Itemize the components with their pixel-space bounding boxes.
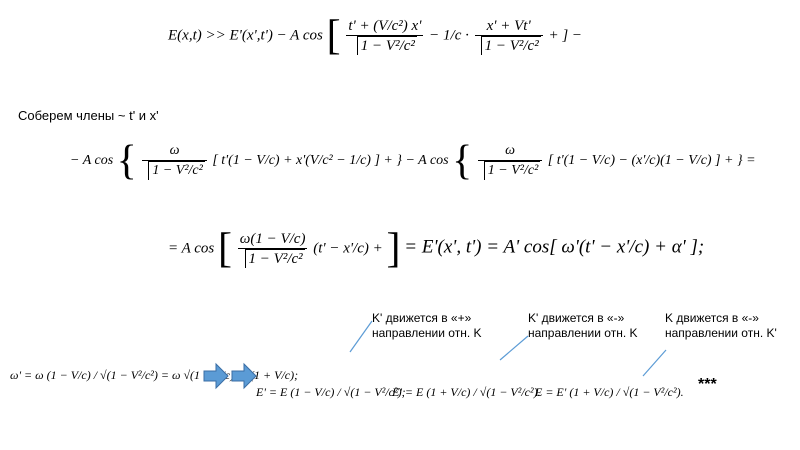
line3-bracket-close: ] xyxy=(386,226,401,272)
line2-bracket-2: [ t'(1 − V/c) − (x'/c)(1 − V/c) ] + } xyxy=(547,153,743,169)
line3-inside: (t' − x'/c) + xyxy=(313,240,383,257)
line2-brace-open: { xyxy=(116,138,137,184)
line3-bracket-open: [ xyxy=(218,226,232,272)
line1-tail: + ] − xyxy=(548,27,583,44)
line1-lhs: E(x,t) >> E'(x',t') − A cos xyxy=(168,27,323,44)
e-prime-formula-1: E' = E (1 − V/c) / √(1 − V²/c²); xyxy=(256,385,406,399)
collect-label: Соберем члены ~ t' и x' xyxy=(18,108,159,123)
line3-den: 1 − V²/c² xyxy=(244,249,305,268)
line2-bracket-1: [ t'(1 − V/c) + x'(V/c² − 1/c) ] + } xyxy=(212,153,402,169)
line2-mid: − A cos xyxy=(405,153,449,169)
line2-omega-num-2: ω xyxy=(505,143,515,158)
line1-fraction-1: t' + (V/c²) x' 1 − V²/c² xyxy=(346,17,424,55)
note-minus-1: K' движется в «-» направлении отн. K xyxy=(528,311,638,340)
equation-line-1: E(x,t) >> E'(x',t') − A cos [ t' + (V/c²… xyxy=(168,15,582,57)
line2-lead: − A cos xyxy=(70,153,114,169)
line1-fraction-2: x' + Vt' 1 − V²/c² xyxy=(474,17,543,55)
e-formula-3: E = E' (1 + V/c) / √(1 − V²/c²). xyxy=(535,385,684,399)
line2-omega-num: ω xyxy=(169,143,180,158)
line1-frac1-num: t' + (V/c²) x' xyxy=(348,18,422,34)
equation-line-2: − A cos { ω 1 − V²/c² [ t'(1 − V/c) + x'… xyxy=(70,140,756,182)
big-bracket-open: [ xyxy=(326,13,341,59)
note-plus: K' движется в «+» направлении отн. K xyxy=(372,311,482,340)
note-minus-2: K движется в «-» направлении отн. K' xyxy=(665,311,777,340)
line2-eq: = xyxy=(746,153,756,169)
line2-brace-open-2: { xyxy=(452,138,473,184)
line2-omega-den: 1 − V²/c² xyxy=(148,161,205,180)
line2-omega-den-2: 1 − V²/c² xyxy=(483,161,541,180)
line1-frac1-den: 1 − V²/c² xyxy=(356,36,417,55)
e-prime-formula-2: E' = E (1 + V/c) / √(1 − V²/c²). xyxy=(392,385,541,399)
line3-num: ω(1 − V/c) xyxy=(239,231,306,247)
line1-frac2-pre: 1/c · xyxy=(443,27,469,44)
line1-frac2-num: x' + Vt' xyxy=(486,18,531,34)
line2-omega-fraction-2: ω 1 − V²/c² xyxy=(477,142,543,180)
stars: *** xyxy=(698,376,717,393)
line1-frac2-den: 1 − V²/c² xyxy=(480,36,541,55)
note-minus2-connector xyxy=(642,349,667,377)
line3-lead: = A cos xyxy=(168,240,215,257)
block-arrow-icon-2 xyxy=(231,362,257,390)
note-minus1-connector xyxy=(499,335,529,361)
line3-fraction: ω(1 − V/c) 1 − V²/c² xyxy=(237,230,308,268)
line1-minus: − xyxy=(429,27,440,44)
line3-rhs: = E'(x', t') = A' cos[ ω'(t' − x'/c) + α… xyxy=(404,236,705,258)
equation-line-3: = A cos [ ω(1 − V/c) 1 − V²/c² (t' − x'/… xyxy=(168,228,704,270)
note-plus-connector xyxy=(349,320,373,353)
block-arrow-icon-1 xyxy=(203,362,229,390)
line2-omega-fraction: ω 1 − V²/c² xyxy=(142,142,207,180)
